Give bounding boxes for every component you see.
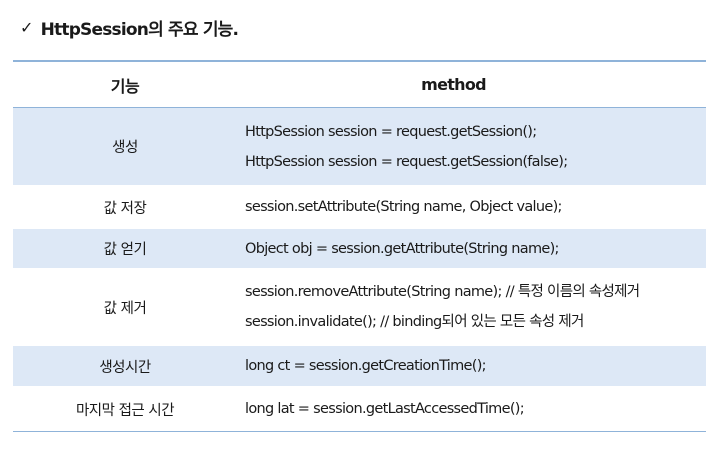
table-row: 생성 HttpSession session = request.getSess…	[13, 108, 706, 186]
method-cell: session.removeAttribute(String name); //…	[237, 269, 706, 345]
table-row: 값 저장 session.setAttribute(String name, O…	[13, 186, 706, 229]
section-heading: ✓ HttpSession의 주요 기능.	[20, 14, 239, 40]
table-row: 생성시간 long ct = session.getCreationTime()…	[13, 346, 706, 387]
table-row: 마지막 접근 시간 long lat = session.getLastAcce…	[13, 387, 706, 431]
method-cell: session.setAttribute(String name, Object…	[237, 186, 706, 228]
checkmark-icon: ✓	[20, 17, 33, 37]
func-cell: 마지막 접근 시간	[75, 402, 175, 419]
header-method: method	[421, 75, 487, 94]
func-cell: 값 얻기	[103, 242, 147, 258]
heading-text: HttpSession의 주요 기능.	[40, 19, 239, 40]
method-line: session.removeAttribute(String name); //…	[245, 284, 640, 300]
method-line: long ct = session.getCreationTime();	[245, 358, 487, 374]
table-row: 값 제거 session.removeAttribute(String name…	[13, 269, 706, 346]
method-line: session.setAttribute(String name, Object…	[245, 199, 562, 215]
method-line: Object obj = session.getAttribute(String…	[245, 240, 559, 257]
func-cell: 생성시간	[99, 359, 151, 376]
method-line: HttpSession session = request.getSession…	[245, 153, 568, 170]
func-cell: 생성	[112, 140, 138, 156]
header-func: 기능	[110, 76, 140, 96]
method-line: long lat = session.getLastAccessedTime()…	[245, 401, 525, 417]
table-header-row: 기능 method	[13, 62, 706, 108]
session-functions-table: 기능 method 생성 HttpSession session = reque…	[13, 60, 706, 432]
method-cell: long ct = session.getCreationTime();	[237, 346, 706, 386]
method-cell: Object obj = session.getAttribute(String…	[237, 229, 706, 268]
method-cell: long lat = session.getLastAccessedTime()…	[237, 387, 706, 431]
table-row: 값 얻기 Object obj = session.getAttribute(S…	[13, 229, 706, 269]
func-cell: 값 저장	[103, 200, 147, 217]
func-cell: 값 제거	[103, 300, 147, 317]
method-line: HttpSession session = request.getSession…	[245, 123, 537, 140]
method-line: session.invalidate(); // binding되어 있는 모든…	[245, 314, 584, 330]
method-cell: HttpSession session = request.getSession…	[237, 108, 706, 185]
